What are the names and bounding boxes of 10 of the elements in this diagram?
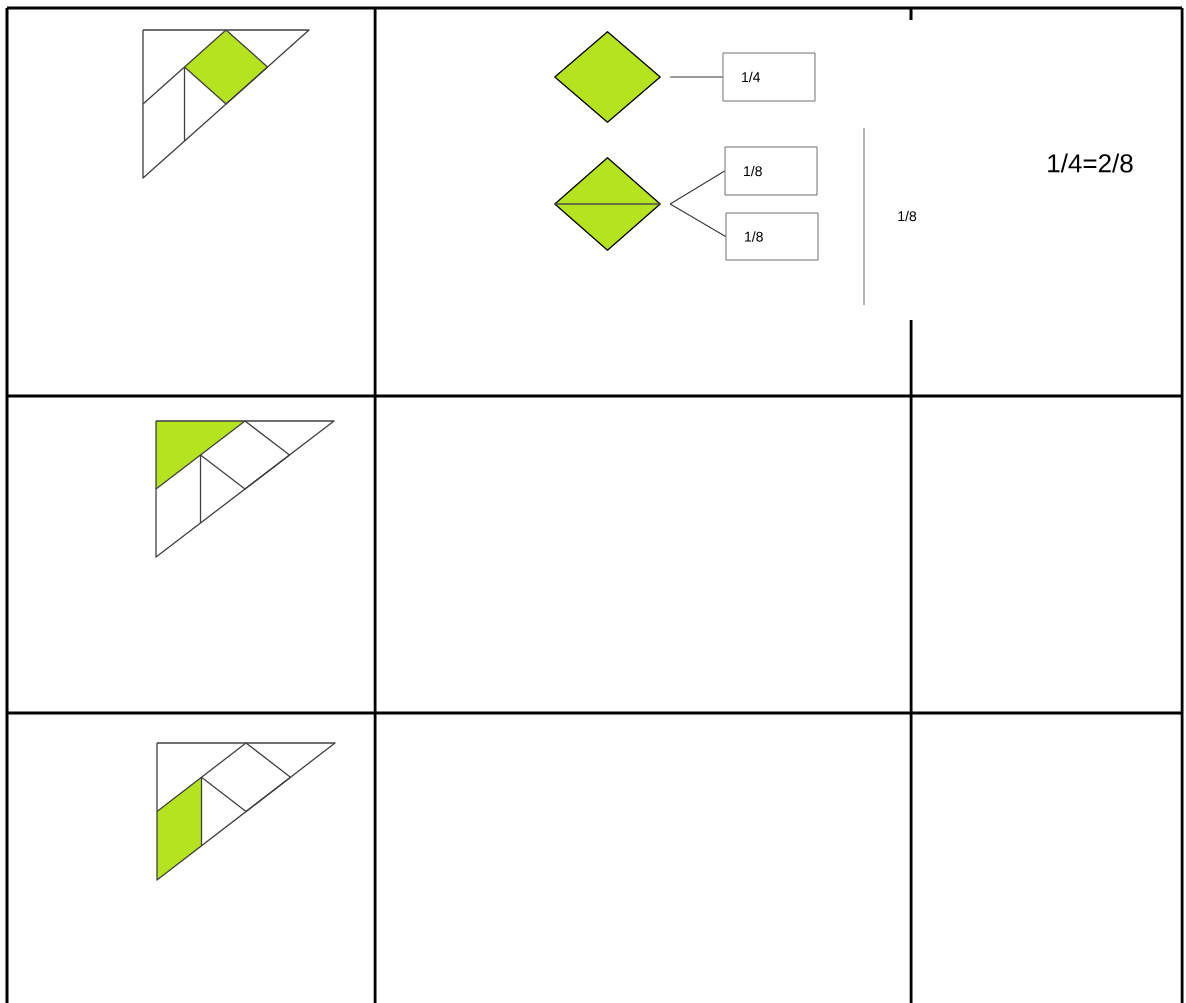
connector-line [669,170,726,205]
connector-line [669,76,724,78]
diamond [554,31,661,123]
bracket-label: 1/8 [898,210,917,222]
split-diamond [554,157,661,251]
equation-text: 1/4=2/8 [1048,153,1133,173]
connector-line [669,203,727,237]
fraction-box: 1/8 [725,212,819,261]
fraction-box: 1/4 [722,52,816,102]
fraction-box: 1/8 [724,146,818,196]
